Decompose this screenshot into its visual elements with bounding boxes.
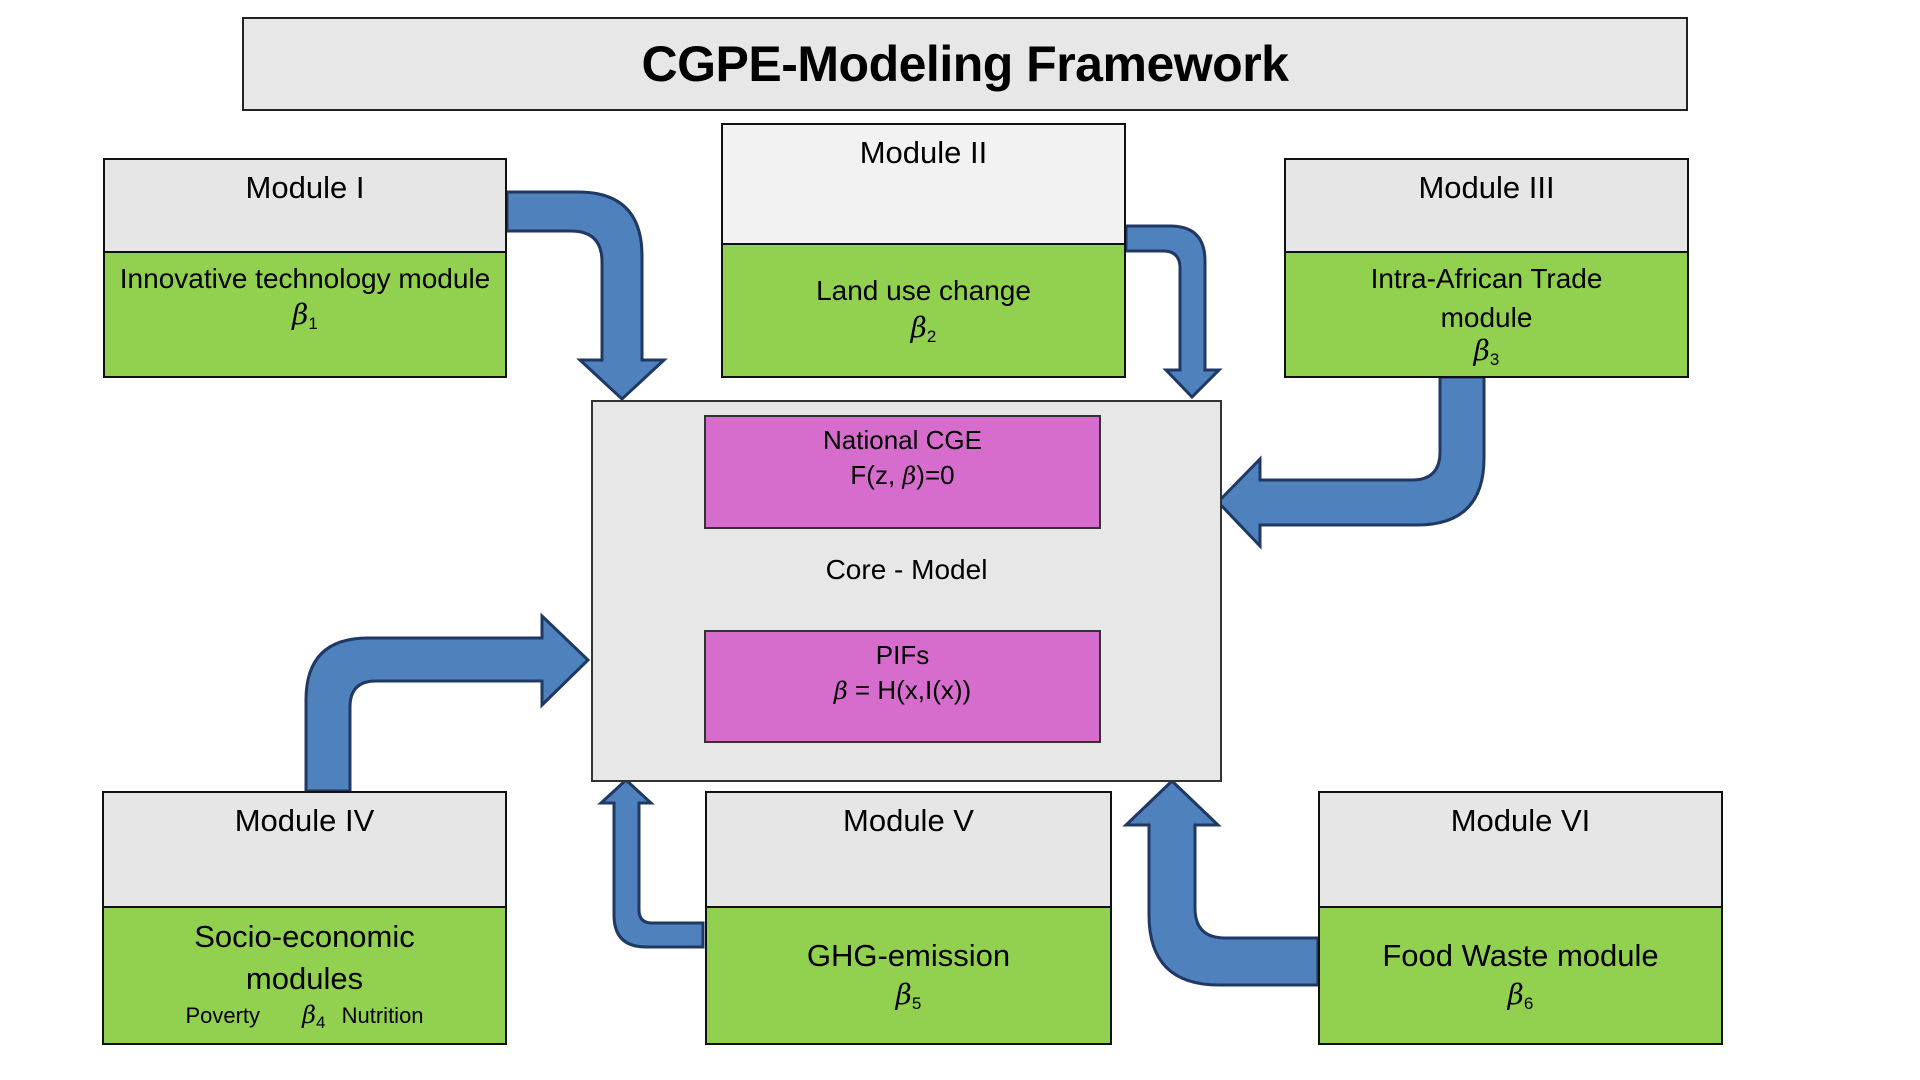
national-cge-equation: F(z, β)=0: [850, 460, 955, 491]
module-3-body: Intra-African Trade module β3: [1286, 253, 1687, 376]
module-4-description-line-1: Socio-economic: [194, 918, 415, 954]
module-6: Module VI Food Waste module β6: [1318, 791, 1723, 1045]
module-6-description: Food Waste module: [1382, 938, 1659, 974]
national-cge-title: National CGE: [823, 425, 982, 455]
diagram-title: CGPE-Modeling Framework: [641, 36, 1289, 92]
core-model-label: Core - Model: [825, 554, 988, 585]
arrow-module-6-to-core: [1122, 778, 1320, 987]
core-model-box: National CGE F(z, β)=0 Core - Model PIFs…: [591, 400, 1222, 782]
module-4-description-line-2: modules: [245, 960, 364, 996]
arrow-module-4-to-core: [304, 612, 591, 793]
national-cge-box: National CGE F(z, β)=0: [704, 415, 1101, 529]
module-4-poverty-label: Poverty: [185, 1003, 261, 1029]
module-2: Module II Land use change β2: [721, 123, 1126, 378]
arrow-module-3-to-core: [1215, 375, 1486, 550]
module-2-body: Land use change β2: [723, 245, 1124, 376]
module-3: Module III Intra-African Trade module β3: [1284, 158, 1689, 378]
arrow-module-2-to-core: [1124, 224, 1223, 400]
module-3-beta: β3: [1473, 334, 1500, 370]
module-6-header: Module VI: [1320, 793, 1721, 908]
module-3-description-line-1: Intra-African Trade: [1370, 263, 1603, 294]
module-4: Module IV Socio-economic modules Poverty…: [102, 791, 507, 1045]
module-1-beta: β1: [292, 298, 318, 334]
module-4-nutrition-label: Nutrition: [341, 1003, 424, 1029]
module-1: Module I Innovative technology module β1: [103, 158, 507, 378]
pifs-box: PIFs β = H(x,I(x)): [704, 630, 1101, 743]
module-5-body: GHG-emission β5: [707, 908, 1110, 1043]
module-5-description: GHG-emission: [806, 938, 1011, 974]
module-2-beta: β2: [910, 310, 937, 346]
pifs-equation: β = H(x,I(x)): [833, 675, 972, 706]
module-4-beta: β4: [302, 1001, 326, 1033]
module-2-description: Land use change: [816, 275, 1031, 307]
module-1-header: Module I: [105, 160, 505, 253]
module-1-body: Innovative technology module β1: [105, 253, 505, 376]
module-5: Module V GHG-emission β5: [705, 791, 1112, 1045]
module-4-header: Module IV: [104, 793, 505, 908]
module-1-description: Innovative technology module: [119, 263, 491, 294]
diagram-title-box: CGPE-Modeling Framework: [242, 17, 1688, 111]
module-5-beta: β5: [895, 977, 922, 1013]
arrow-module-5-to-core: [597, 777, 705, 949]
module-2-header: Module II: [723, 125, 1124, 245]
pifs-title: PIFs: [875, 640, 930, 670]
arrow-module-1-to-core: [505, 190, 668, 402]
module-4-notes: Poverty β4 Nutrition: [185, 999, 423, 1035]
module-3-description-line-2: module: [1440, 302, 1533, 334]
module-6-body: Food Waste module β6: [1320, 908, 1721, 1043]
module-4-body: Socio-economic modules Poverty β4 Nutrit…: [104, 908, 505, 1043]
module-3-header: Module III: [1286, 160, 1687, 253]
module-5-header: Module V: [707, 793, 1110, 908]
module-6-beta: β6: [1507, 977, 1534, 1013]
